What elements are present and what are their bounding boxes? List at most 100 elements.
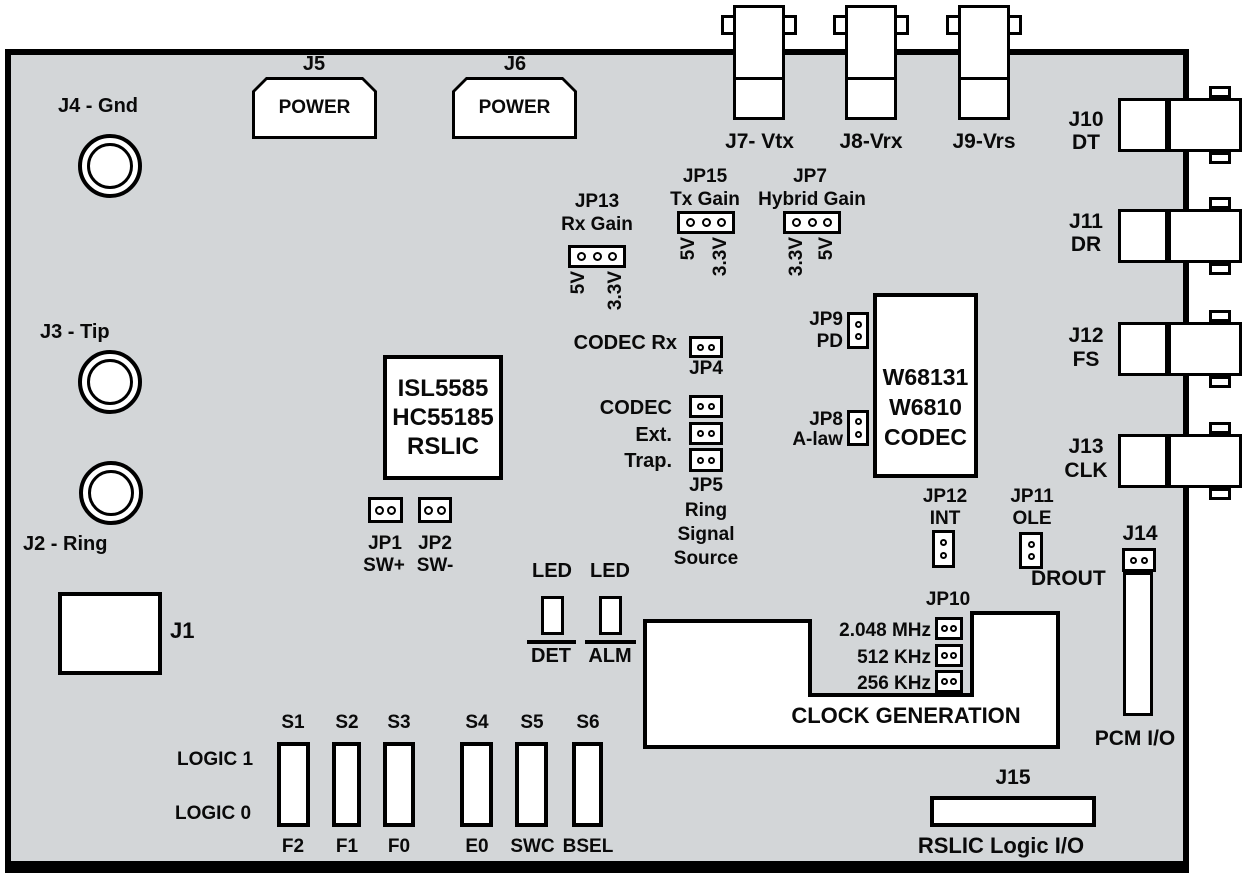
j4-terminal-inner: [87, 143, 133, 189]
jp5-option-codec: CODEC: [599, 397, 672, 419]
j12-bnc-bottom-tab: [1209, 376, 1231, 388]
rslic-logic-io-label: RSLIC Logic I/O: [917, 833, 1085, 858]
j1-label: J1: [170, 618, 195, 643]
j12-label: J12: [1068, 324, 1104, 347]
j13-label: J13: [1068, 435, 1104, 458]
j15-connector: [930, 796, 1096, 827]
j6-power-connector: POWER: [452, 77, 577, 139]
j6-label: J6: [503, 53, 527, 75]
jumper-pin: [1129, 556, 1137, 564]
jp1-label: JP1: [368, 533, 402, 554]
switch-s1-label: S1: [281, 712, 305, 733]
jumper-pin: [1027, 540, 1035, 548]
j8-bnc-body: [845, 5, 897, 120]
codec-chip-line2: W6810: [889, 394, 962, 420]
jp5-option-trap: Trap.: [624, 450, 672, 472]
jp10-label: JP10: [925, 589, 971, 610]
switch-s5-label: S5: [520, 712, 544, 733]
jp13-3v3-label: 3.3V: [605, 271, 626, 311]
j2-terminal-inner: [88, 470, 134, 516]
j7-bnc-divider: [735, 77, 783, 80]
jumper-jp13: [568, 245, 626, 268]
j9-bnc-body: [958, 5, 1010, 120]
jumper-pin: [374, 505, 384, 515]
j11-signal-label: DR: [1070, 233, 1102, 256]
jumper-jp9: [847, 312, 869, 349]
switch-s5: [515, 742, 548, 827]
led-det-label: DET: [531, 645, 571, 667]
switch-s2: [332, 742, 361, 827]
switch-s4: [460, 742, 493, 827]
jumper-pin: [387, 505, 397, 515]
jumper-pin: [424, 505, 434, 515]
codec-chip-line1: W68131: [882, 364, 969, 390]
jumper-pin: [577, 252, 587, 261]
switch-s1-fn-label: F2: [281, 836, 305, 857]
j7-vtx-label: J7- Vtx: [725, 130, 794, 153]
jp13-5v-label: 5V: [568, 271, 589, 295]
drout-label: DROUT: [1031, 567, 1106, 590]
jumper-pin: [854, 320, 862, 328]
j5-label: J5: [302, 53, 326, 75]
logic-1-label: LOGIC 1: [177, 749, 254, 770]
j13-bnc-top-tab: [1209, 422, 1231, 434]
jumper-pin: [686, 218, 696, 227]
codec-rx-label: CODEC Rx: [573, 332, 677, 354]
rslic-chip: ISL5585 HC55185 RSLIC: [383, 355, 503, 480]
jumper-jp10-2048: [935, 617, 963, 640]
jumper-jp5-codec: [689, 395, 723, 418]
jumper-pin: [940, 652, 948, 659]
jumper-pin: [696, 403, 704, 410]
switch-s6-fn-label: BSEL: [562, 836, 614, 857]
jp9-label: JP9: [809, 309, 843, 330]
jp10-option-2048mhz: 2.048 MHz: [839, 620, 931, 641]
pcb-board-outline: [5, 49, 1189, 873]
jp5-option-ext: Ext.: [635, 424, 672, 446]
led-alm-label: ALM: [588, 645, 632, 667]
j5-power-connector: POWER: [252, 77, 377, 139]
jumper-pin: [940, 678, 948, 685]
jp15-3v3-label: 3.3V: [710, 237, 731, 277]
jumper-pin: [696, 343, 704, 351]
switch-s6-label: S6: [576, 712, 600, 733]
jumper-jp10-256: [935, 670, 963, 693]
j10-label: J10: [1068, 108, 1104, 131]
jumper-jp5-ext: [689, 422, 723, 445]
jp15-name-label: Tx Gain: [670, 189, 740, 210]
j7-bnc-body: [733, 5, 785, 120]
pcm-io-label: PCM I/O: [1094, 727, 1176, 750]
jp11-ole-label: OLE: [1012, 508, 1052, 529]
jp8-alaw-label: A-law: [792, 429, 843, 450]
jp9-pd-label: PD: [816, 331, 843, 352]
jumper-pin: [1141, 556, 1149, 564]
alm-overline: [585, 640, 636, 644]
logic-0-label: LOGIC 0: [175, 803, 252, 824]
j11-label: J11: [1069, 210, 1103, 233]
jumper-j14: [1122, 548, 1156, 572]
j1-connector: [58, 592, 162, 675]
jumper-jp5-trap: [689, 448, 723, 472]
jumper-jp12: [932, 530, 955, 568]
j13-bnc-outer: [1168, 434, 1242, 488]
j13-bnc-bottom-tab: [1209, 488, 1231, 500]
jumper-jp7: [783, 211, 841, 234]
codec-chip: W68131 W6810 CODEC: [873, 293, 978, 478]
jp11-label: JP11: [1010, 486, 1054, 507]
jumper-pin: [607, 252, 617, 261]
jp10-option-512khz: 512 KHz: [857, 647, 931, 668]
jumper-jp11: [1019, 532, 1043, 569]
jp1-sw-plus-label: SW+: [363, 555, 405, 576]
jp7-5v-label: 5V: [816, 237, 837, 261]
jumper-pin: [708, 456, 716, 464]
jumper-pin: [701, 218, 711, 227]
j10-signal-label: DT: [1072, 131, 1100, 154]
led-alm-top-label: LED: [590, 560, 630, 582]
jumper-pin: [696, 456, 704, 464]
jumper-pin: [854, 418, 862, 426]
rslic-chip-line1: ISL5585: [397, 375, 489, 402]
jp4-label: JP4: [689, 358, 723, 379]
j2-terminal: [79, 461, 143, 525]
jumper-jp1: [368, 497, 403, 523]
jumper-pin: [822, 218, 832, 227]
j6-power-text: POWER: [455, 80, 574, 136]
